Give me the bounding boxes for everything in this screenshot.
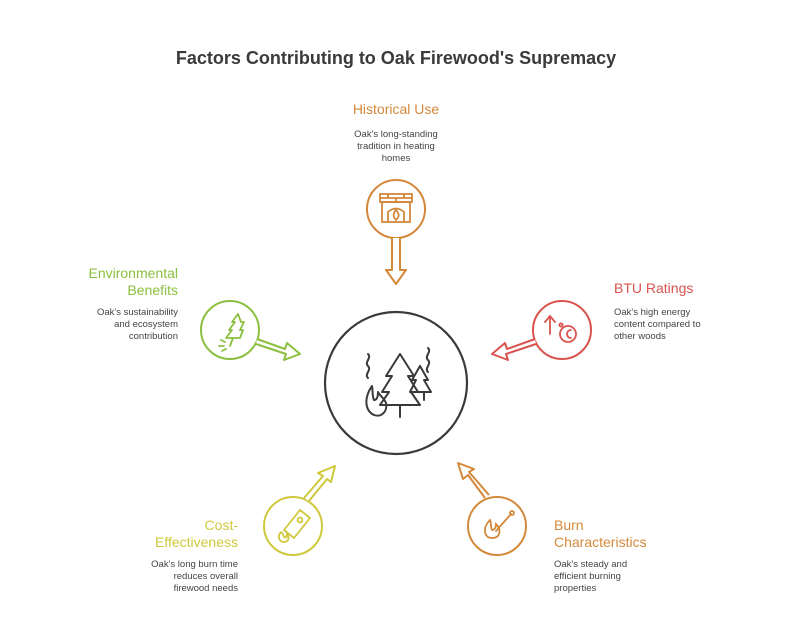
historical-node: [366, 179, 426, 285]
environmental-arrow: [255, 338, 301, 361]
cost-label-line: Cost-: [204, 517, 238, 533]
environmental-label-line: Environmental: [88, 265, 179, 281]
btu-description-line: content compared to: [614, 319, 701, 330]
burn-arrow: [457, 462, 490, 499]
historical-description-line: tradition in heating: [357, 141, 435, 152]
cost-arrow: [303, 465, 336, 502]
environmental-node: [200, 300, 301, 361]
center-node: [323, 310, 469, 456]
burn-label: Burn Characteristics: [554, 517, 714, 551]
cost-description-line: firewood needs: [173, 583, 238, 594]
fireplace-icon: [379, 193, 413, 223]
btu-label: BTU Ratings: [614, 280, 694, 296]
diagram-title: Factors Contributing to Oak Firewood's S…: [175, 48, 617, 68]
btu-node: [491, 300, 592, 361]
burn-label-line: Burn: [554, 517, 584, 533]
historical-description: Oak's long-standing tradition in heating…: [336, 129, 456, 165]
burn-label-line: Characteristics: [554, 534, 647, 550]
fire-extinguisher-icon: [277, 509, 311, 543]
btu-description-line: other woods: [614, 331, 666, 342]
burn-description-line: properties: [554, 583, 597, 594]
historical-description-line: homes: [381, 153, 411, 164]
burn-description-line: efficient burning: [554, 571, 621, 582]
burn-node: [457, 462, 527, 556]
burn-description-line: Oak's steady and: [554, 559, 628, 570]
cost-description-line: reduces overall: [173, 571, 238, 582]
environmental-description: Oak's sustainability and ecosystem contr…: [38, 307, 178, 343]
environmental-label-line: Benefits: [127, 282, 178, 298]
cost-description-line: Oak's long burn time: [151, 559, 238, 570]
forest-fire-icon: [365, 347, 432, 418]
tree-sprout-icon: [218, 313, 245, 352]
cost-description: Oak's long burn time reduces overall fir…: [98, 559, 238, 595]
btu-arrow: [491, 338, 537, 361]
burn-description: Oak's steady and efficient burning prope…: [554, 559, 694, 595]
environmental-description-line: contribution: [128, 331, 178, 342]
cost-node: [263, 465, 336, 556]
historical-arrow: [385, 238, 407, 285]
environmental-label: Environmental Benefits: [18, 265, 179, 299]
environmental-description-line: and ecosystem: [114, 319, 178, 330]
temperature-icon: [544, 314, 577, 343]
cost-label-line: Effectiveness: [154, 534, 238, 550]
historical-label: Historical Use: [352, 101, 440, 117]
historical-description-line: Oak's long-standing: [354, 129, 438, 140]
burning-match-icon: [484, 510, 515, 539]
btu-description: Oak's high energy content compared to ot…: [614, 307, 754, 343]
cost-label: Cost- Effectiveness: [78, 517, 238, 551]
btu-description-line: Oak's high energy: [614, 307, 691, 318]
environmental-description-line: Oak's sustainability: [96, 307, 178, 318]
